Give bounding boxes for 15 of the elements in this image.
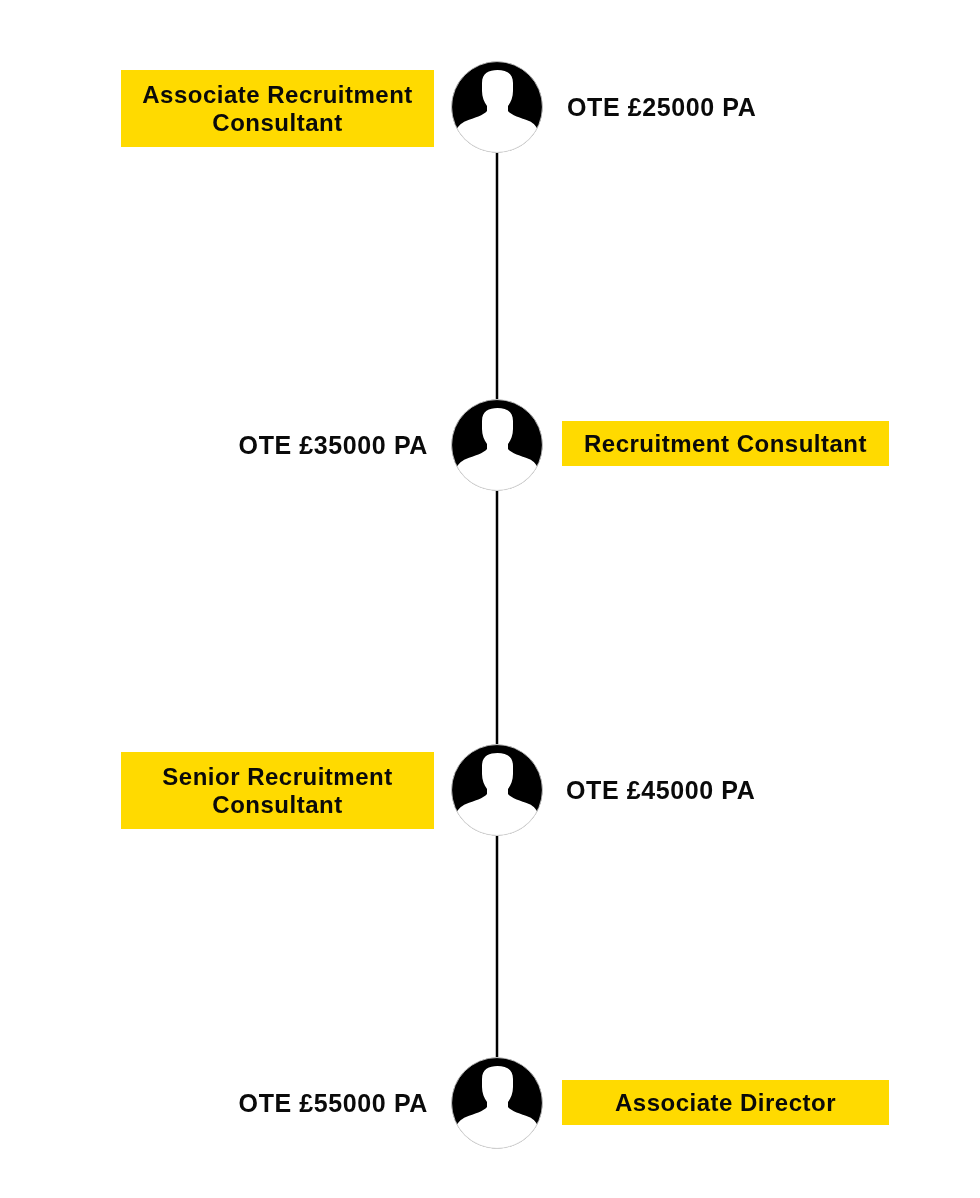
connector-line xyxy=(495,836,499,1057)
person-avatar-icon xyxy=(451,399,543,491)
person-avatar-icon xyxy=(451,61,543,153)
connector-line xyxy=(495,491,499,744)
connector-line xyxy=(495,153,499,399)
salary-text: OTE £55000 PA xyxy=(238,1088,428,1118)
salary-text: OTE £25000 PA xyxy=(567,92,757,122)
person-avatar-icon xyxy=(451,744,543,836)
job-title-label: Associate Director xyxy=(562,1080,889,1125)
salary-text: OTE £35000 PA xyxy=(238,430,428,460)
job-title-label: Senior Recruitment Consultant xyxy=(121,752,434,829)
salary-text: OTE £45000 PA xyxy=(566,775,756,805)
job-title-label: Associate Recruitment Consultant xyxy=(121,70,434,147)
person-avatar-icon xyxy=(451,1057,543,1149)
job-title-label: Recruitment Consultant xyxy=(562,421,889,466)
